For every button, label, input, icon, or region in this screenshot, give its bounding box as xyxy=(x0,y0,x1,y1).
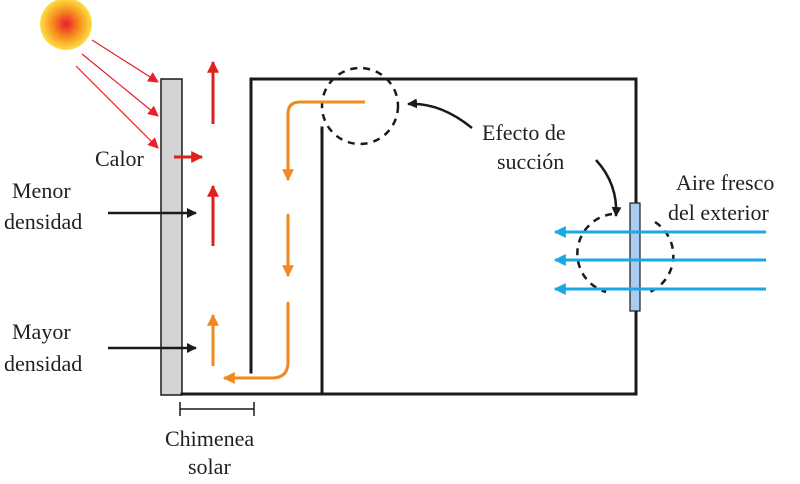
air-flow-arrows xyxy=(207,100,365,384)
succion-pointer-arrow xyxy=(407,98,473,129)
return-flow-arrow xyxy=(222,302,290,384)
sun-ray xyxy=(81,53,159,117)
building-walls xyxy=(180,77,638,396)
chimney-bracket xyxy=(179,402,255,416)
label-del-exterior: del exterior xyxy=(668,200,769,225)
label-efecto-de: Efecto de xyxy=(482,120,566,145)
sun-ray xyxy=(91,39,159,83)
sun-icon xyxy=(40,0,92,50)
suction-arc-window-right xyxy=(649,220,675,294)
heat-arrows xyxy=(174,60,219,246)
label-mayor-densidad: densidad xyxy=(4,351,82,376)
label-succion: succión xyxy=(497,149,564,174)
pointer-arrows xyxy=(108,98,622,353)
label-mayor: Mayor xyxy=(12,319,71,344)
window-pointer-arrow xyxy=(595,159,622,217)
label-calor: Calor xyxy=(95,146,145,171)
fresh-air-arrows xyxy=(553,226,766,295)
label-menor-densidad: densidad xyxy=(4,209,82,234)
sun-ray xyxy=(75,65,159,149)
label-chimenea: Chimenea xyxy=(165,426,254,451)
label-aire-fresco: Aire fresco xyxy=(676,170,774,195)
suction-flow-arrow xyxy=(282,100,365,182)
sun-rays xyxy=(75,39,159,149)
suction-arc-window xyxy=(576,212,613,294)
building-outline xyxy=(180,77,638,396)
suction-circle-top xyxy=(320,66,400,146)
label-solar: solar xyxy=(188,454,231,479)
label-menor: Menor xyxy=(12,178,71,203)
window xyxy=(629,202,641,312)
